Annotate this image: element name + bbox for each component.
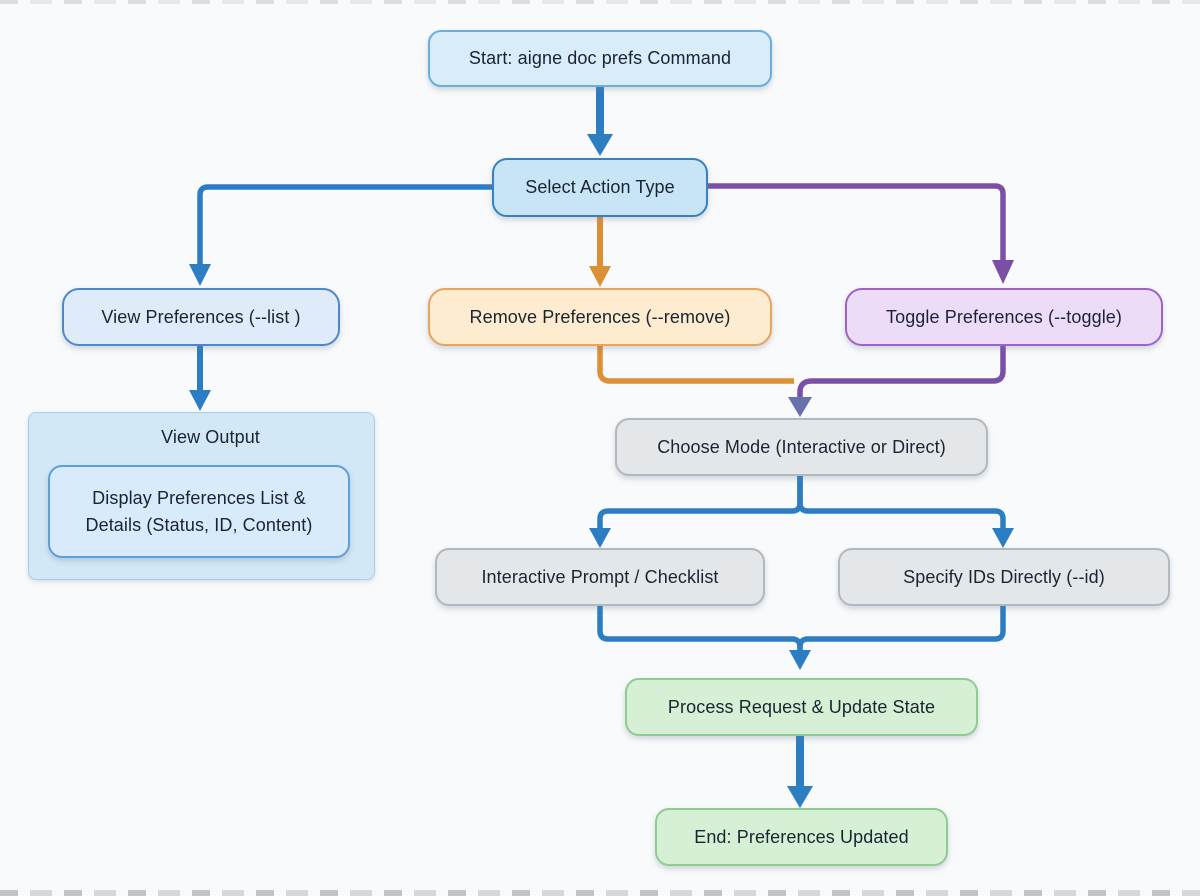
node-specify-ids: Specify IDs Directly (--id): [838, 548, 1170, 606]
edge-remove-to-merge: [597, 346, 794, 384]
bottom-edge-artifact: [0, 890, 1200, 896]
arrowhead-select-to-remove: [589, 266, 611, 287]
edge-select-to-toggle: [708, 183, 1006, 262]
node-view-preferences: View Preferences (--list ): [62, 288, 340, 346]
edge-specify-to-process: [797, 606, 1006, 651]
group-view-output-label: View Output: [161, 427, 260, 447]
node-select-action-type: Select Action Type: [492, 158, 708, 217]
edge-select-to-view: [197, 184, 492, 266]
edge-prompt-to-process: [597, 606, 803, 651]
arrowhead-process-to-end: [787, 786, 813, 808]
edge-choose-to-specify: [797, 476, 1006, 530]
arrowhead-merge-to-process: [789, 650, 811, 670]
arrowhead-select-to-view: [189, 264, 211, 286]
node-choose-mode: Choose Mode (Interactive or Direct): [615, 418, 988, 476]
arrowhead-merge-to-choose: [788, 397, 812, 417]
arrowhead-choose-to-prompt: [589, 528, 611, 548]
edge-toggle-to-merge: [797, 346, 1006, 399]
edge-choose-to-prompt: [597, 476, 803, 530]
node-toggle-preferences: Toggle Preferences (--toggle): [845, 288, 1163, 346]
arrowhead-select-to-toggle: [992, 260, 1014, 284]
arrowhead-view-to-output: [189, 390, 211, 411]
arrowhead-start-to-select: [587, 134, 613, 156]
top-edge-artifact: [0, 0, 1200, 4]
node-display-preferences: Display Preferences List & Details (Stat…: [48, 465, 350, 558]
node-interactive-prompt: Interactive Prompt / Checklist: [435, 548, 765, 606]
node-start: Start: aigne doc prefs Command: [428, 30, 772, 87]
node-remove-preferences: Remove Preferences (--remove): [428, 288, 772, 346]
arrowhead-choose-to-specify: [992, 528, 1014, 548]
node-process-request: Process Request & Update State: [625, 678, 978, 736]
node-end: End: Preferences Updated: [655, 808, 948, 866]
